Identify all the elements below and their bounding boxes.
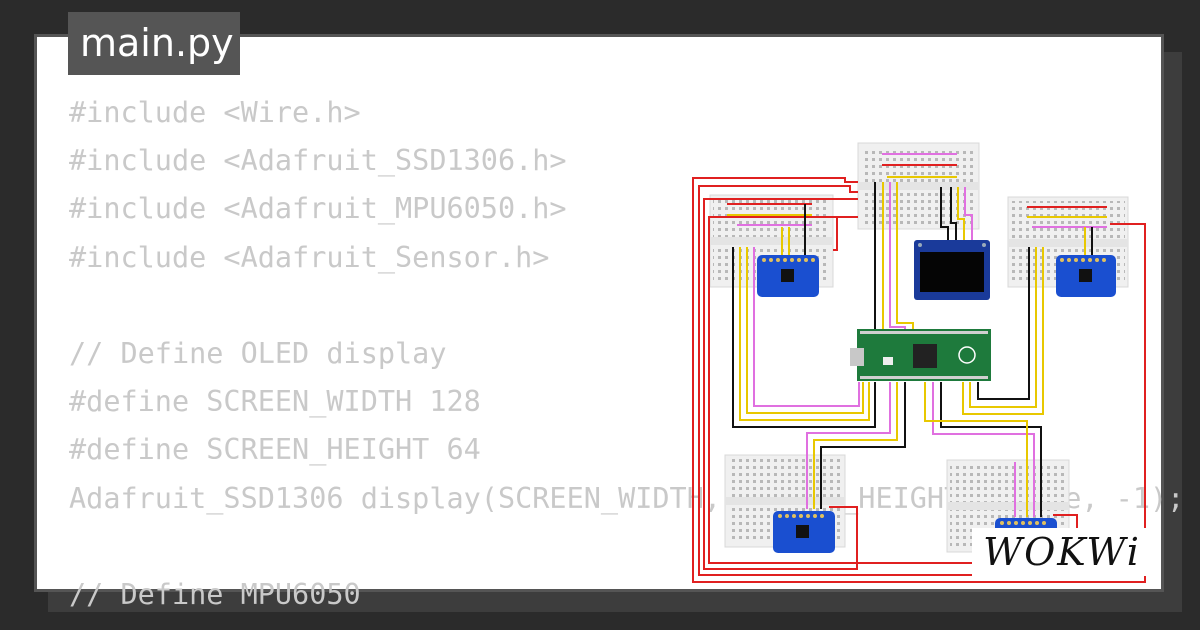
- breadboard-top[interactable]: [857, 142, 980, 230]
- raspberry-pi-pico[interactable]: [850, 329, 991, 381]
- code-line: #include <Adafruit_MPU6050.h>: [69, 192, 567, 226]
- code-line: #define SCREEN_WIDTH 128: [69, 385, 481, 419]
- mpu6050-right[interactable]: [1056, 255, 1116, 297]
- code-editor[interactable]: #include <Wire.h> #include <Adafruit_SSD1…: [69, 89, 1184, 619]
- logo-text: WOKWi: [983, 530, 1141, 574]
- circuit-diagram[interactable]: [655, 103, 1146, 593]
- code-line: // Define OLED display: [69, 336, 447, 370]
- code-card: #include <Wire.h> #include <Adafruit_SSD1…: [34, 34, 1184, 611]
- code-line: #include <Adafruit_Sensor.h>: [69, 240, 550, 274]
- code-line: #include <Wire.h>: [69, 96, 361, 129]
- code-line: // Define MPU6050: [69, 577, 361, 611]
- oled-display[interactable]: [914, 240, 990, 300]
- file-tab[interactable]: main.py: [68, 12, 240, 75]
- wires[interactable]: [692, 177, 1146, 583]
- mpu6050-bottom-left[interactable]: [773, 511, 835, 553]
- code-line: #define SCREEN_HEIGHT 64: [69, 433, 481, 467]
- code-line: Adafruit_SSD1306 display(SCREEN_WIDTH, S…: [69, 481, 1185, 515]
- wokwi-logo: WOKWi: [972, 528, 1152, 576]
- code-line: #include <Adafruit_SSD1306.h>: [69, 144, 567, 178]
- breadboard-rails: [727, 153, 1107, 228]
- mpu6050-left[interactable]: [757, 255, 819, 297]
